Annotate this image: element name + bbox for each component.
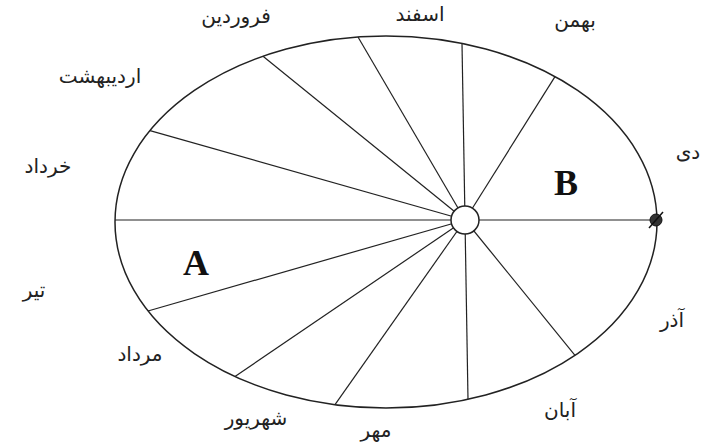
month-label: شهریور [223, 406, 290, 430]
month-label: اسفند [394, 2, 447, 26]
sun-circle [451, 206, 479, 234]
planet-axis [649, 212, 663, 228]
month-label: خرداد [23, 154, 74, 178]
region-letter: B [552, 162, 580, 205]
region-letter: A [181, 242, 211, 285]
orbit-ellipse [115, 36, 657, 408]
month-label: مهر [359, 418, 394, 442]
radius-line [150, 131, 465, 220]
radius-line [235, 220, 465, 376]
month-label: فروردین [199, 4, 273, 28]
radius-line [263, 56, 465, 220]
radius-line [465, 220, 468, 399]
radius-line [335, 220, 465, 405]
month-label: آذر [658, 308, 686, 332]
month-label: مرداد [115, 342, 164, 366]
month-label: تیر [21, 278, 48, 302]
radius-line [462, 43, 465, 220]
radius-line [465, 77, 555, 220]
radius-line [115, 219, 465, 220]
month-label: دی [674, 140, 703, 164]
month-label: آبان [542, 398, 578, 422]
radius-line [358, 37, 465, 220]
month-label: اردیبهشت [57, 64, 143, 88]
radius-line [148, 220, 465, 311]
radius-line [465, 220, 575, 355]
month-label: بهمن [552, 8, 598, 32]
radius-line [465, 219, 657, 220]
